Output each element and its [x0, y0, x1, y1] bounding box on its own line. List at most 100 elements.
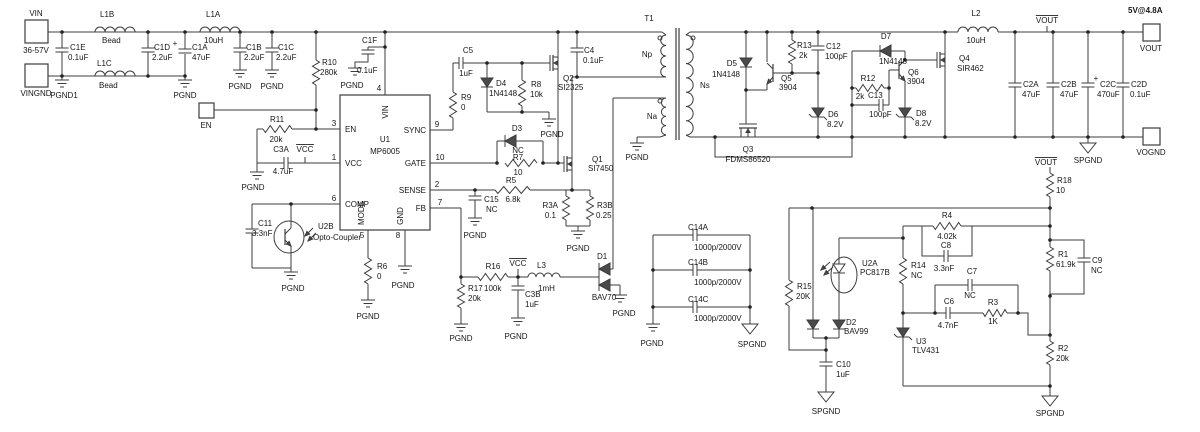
label-r4-val: 4.02k: [937, 232, 958, 241]
resistor-R2: [1045, 340, 1055, 366]
polarity-dot: [690, 35, 696, 41]
label-c1d-ref: C1D: [154, 43, 170, 52]
label-q5-ref: Q5: [781, 74, 792, 83]
label-u2a-ref: U2A: [862, 259, 878, 268]
diode-D7: [878, 44, 892, 58]
label-u1-pin7: 7: [438, 198, 443, 207]
label-c15-nc: NC: [486, 205, 498, 214]
label-r15-val: 20K: [796, 292, 811, 301]
label-c3a-ref: C3A: [273, 145, 289, 154]
label-c1b-val: 2.2uF: [244, 53, 265, 62]
symbols: [24, 19, 1161, 407]
label-d4-val: 1N4148: [489, 89, 518, 98]
opto-U2A-led: [830, 256, 858, 294]
label-d1-ref: D1: [597, 252, 608, 261]
label-c1e-val: 0.1uF: [68, 53, 89, 62]
label-r13-val: 2k: [799, 51, 808, 60]
label-u1-pin6: 6: [332, 194, 337, 203]
label-vout-flag-top: VOUT: [1036, 16, 1058, 25]
capacitor-C1D: [141, 47, 155, 53]
terminal-vognd: [1142, 127, 1161, 146]
label-pgnd-u2b: PGND: [281, 284, 304, 293]
pgnd-sym-7: [542, 118, 556, 127]
capacitor-C1B: [233, 47, 247, 53]
label-r17-ref: R17: [468, 284, 483, 293]
label-c11-ref: C11: [258, 219, 273, 228]
capacitor-C9: [1077, 257, 1091, 263]
label-r14-ref: R14: [911, 261, 926, 270]
opto-led-U2A: [832, 263, 846, 274]
label-u1-ref: U1: [380, 135, 391, 144]
label-c8-ref: C8: [941, 241, 952, 250]
label-u1-pin-comp: COMP: [345, 200, 369, 209]
inductor-L2: [957, 26, 999, 33]
label-rating: 5V@4.8A: [1128, 6, 1163, 15]
label-r5-ref: R5: [506, 176, 517, 185]
label-c4-ref: C4: [584, 46, 595, 55]
resistor-R16: [477, 272, 509, 282]
label-c2c-val: 470uF: [1097, 90, 1120, 99]
resistor-R12: [855, 83, 885, 93]
label-pgnd-c1b: PGND: [228, 82, 251, 91]
label-d6-val: 8.2V: [827, 120, 844, 129]
label-q4-part: SIR462: [957, 64, 984, 73]
pgnd-sym-11: [630, 142, 644, 151]
capacitor-C14C: [692, 301, 698, 313]
label-c14a-val: 1000p/2000V: [694, 243, 742, 252]
mosfet-Q1-SI7450: [563, 156, 573, 172]
label-vingnd-terminal-label: VINGND: [20, 89, 51, 98]
pgnd-sym-6: [250, 171, 264, 180]
terminal-vingnd: [24, 63, 49, 88]
label-u1-pin4: 4: [377, 84, 382, 93]
label-q4-ref: Q4: [959, 54, 970, 63]
label-u1-pin9: 9: [435, 120, 440, 129]
label-r13-ref: R13: [797, 41, 812, 50]
label-c12-val: 100pF: [825, 52, 848, 61]
terminal-vin: [24, 19, 49, 44]
label-r8-val: 10k: [530, 90, 544, 99]
capacitor-C6: [945, 307, 951, 319]
label-c14b-val: 1000p/2000V: [694, 278, 742, 287]
label-r11-ref: R11: [270, 115, 285, 124]
diode-D3: [503, 134, 517, 148]
label-c2d-ref: C2D: [1131, 80, 1147, 89]
label-r16-ref: R16: [486, 262, 501, 271]
label-r3b-val: 0.25: [596, 211, 612, 220]
label-pgnd-c15: PGND: [463, 231, 486, 240]
resistor-R6: [363, 257, 373, 285]
resistor-R14: [898, 257, 908, 285]
label-l1c-val: Bead: [99, 81, 118, 90]
label-spgnd-out: SPGND: [1074, 156, 1103, 165]
label-d1-part: BAV70: [592, 293, 617, 302]
transistor-Q5-3904: [766, 62, 774, 85]
winding-Ns: [685, 34, 694, 136]
capacitor-C5: [458, 57, 464, 69]
label-u2a-part: PC817B: [860, 268, 890, 277]
label-c2a-val: 47uF: [1022, 90, 1040, 99]
label-c13-val: 100pF: [869, 110, 892, 119]
label-pgnd-r17: PGND: [449, 334, 472, 343]
label-u2b-part: Opto-Coupler: [313, 233, 361, 242]
pgnd-sym-17: [646, 323, 660, 332]
shunt-U3-TLV431: [893, 327, 913, 341]
pgnd-sym-1: [55, 79, 69, 88]
label-pgnd-r6: PGND: [356, 312, 379, 321]
label-c1b-ref: C1B: [246, 43, 262, 52]
label-c13-ref: C13: [868, 91, 883, 100]
pgnd-sym-14: [398, 265, 412, 274]
label-spgnd-c10: SPGND: [812, 407, 841, 416]
label-c1a-ref: C1A: [192, 43, 208, 52]
label-r7-val: 10: [514, 168, 523, 177]
label-c9-nc: NC: [1091, 266, 1103, 275]
label-r9-val: 0: [461, 103, 466, 112]
label-d8-val: 8.2V: [915, 119, 932, 128]
label-r18-ref: R18: [1057, 176, 1072, 185]
label-l1a-val: 10uH: [204, 36, 223, 45]
label-d4-ref: D4: [496, 79, 507, 88]
inductor-L3: [527, 272, 561, 278]
label-q6-part: 3904: [907, 77, 925, 86]
label-u1-pin-sense: SENSE: [399, 186, 426, 195]
label-l2-ref: L2: [972, 9, 981, 18]
label-q2-part: SI2325: [558, 83, 584, 92]
